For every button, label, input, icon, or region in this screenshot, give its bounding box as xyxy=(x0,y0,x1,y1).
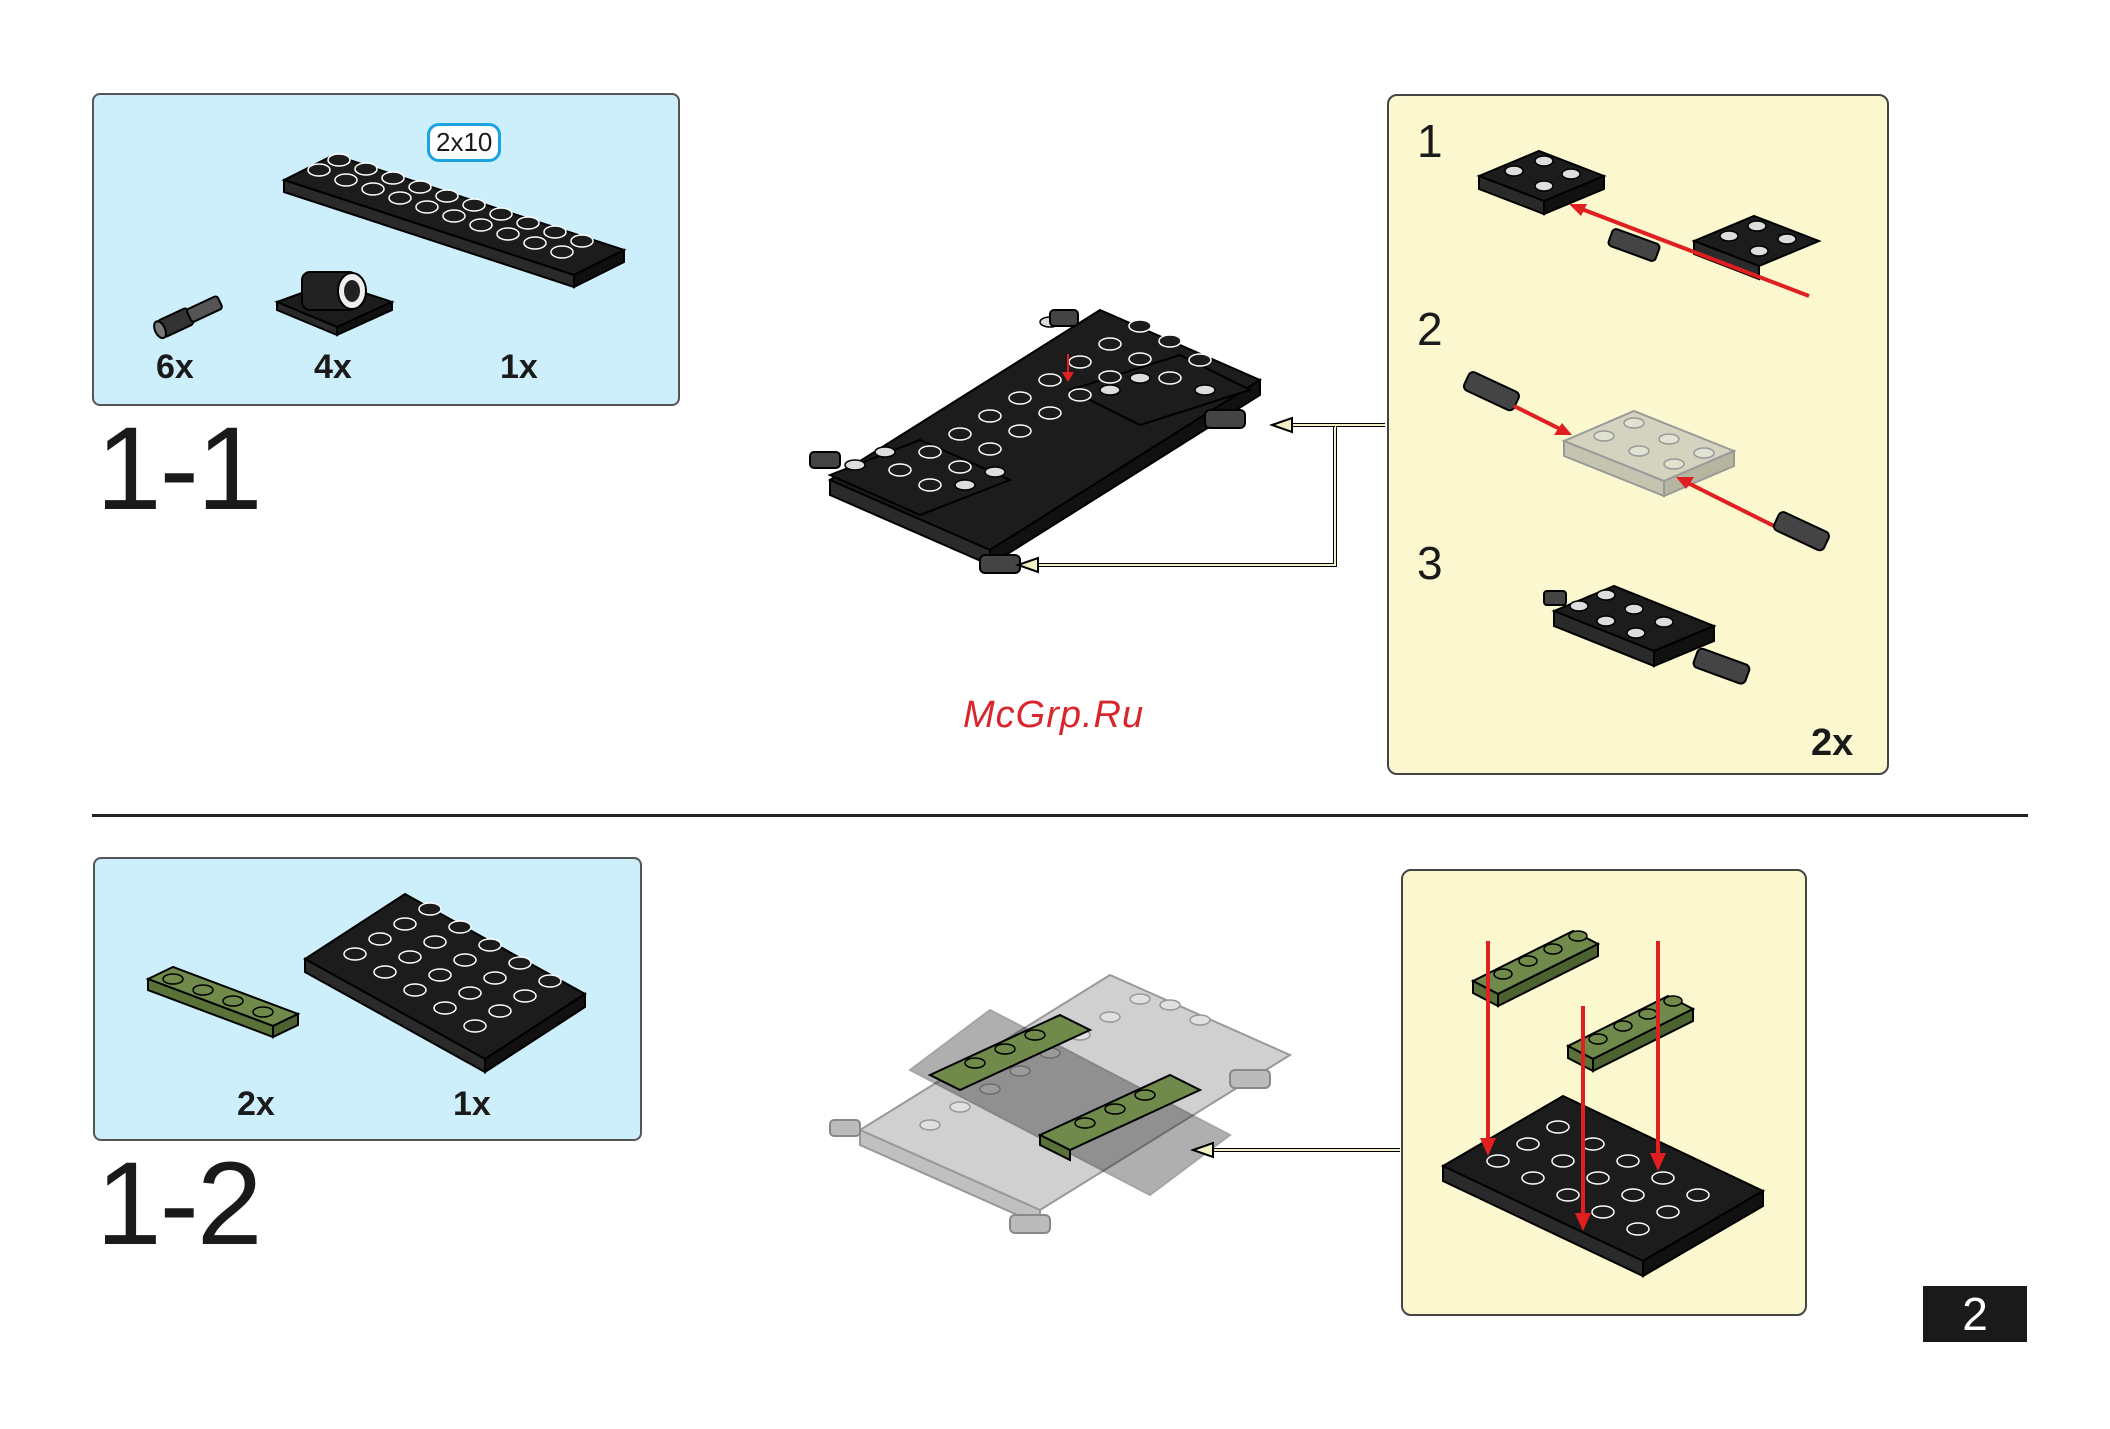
section-divider xyxy=(92,814,2028,817)
sub-step-number-2: 2 xyxy=(1417,302,1443,356)
sub-step-number-3: 3 xyxy=(1417,536,1443,590)
page-number: 2 xyxy=(1923,1286,2027,1342)
step-title-1-1: 1-1 xyxy=(96,410,261,528)
sub-step-2-image xyxy=(1454,361,1874,561)
plate-4x6-part-image xyxy=(295,884,595,1074)
sub-assembly-box-step-1-2 xyxy=(1401,869,1807,1316)
sub-step-number-1: 1 xyxy=(1417,114,1443,168)
parts-box-step-1-1: 2x10 6x 4x 1x xyxy=(92,93,680,406)
pin-quantity: 6x xyxy=(156,348,194,387)
plate-4x6-quantity: 1x xyxy=(453,1085,491,1124)
pin-part-image xyxy=(149,285,239,345)
step-1-2-assembly-image xyxy=(830,945,1310,1245)
green-plate-part-image xyxy=(143,959,303,1049)
watermark-text: McGrp.Ru xyxy=(963,694,1144,737)
plate-2x10-quantity: 1x xyxy=(500,348,538,387)
sub-assembly-multiplier: 2x xyxy=(1811,722,1853,765)
pin-hole-plate-quantity: 4x xyxy=(314,348,352,387)
sub-step-1-image xyxy=(1469,136,1869,316)
parts-box-step-1-2: 2x 1x xyxy=(93,857,642,1141)
step-title-1-2: 1-2 xyxy=(96,1145,261,1263)
sub-assembly-1-2-image xyxy=(1443,906,1773,1286)
sub-step-3-image xyxy=(1544,581,1784,731)
sub-assembly-box-step-1-1: 1 2 3 2x xyxy=(1387,94,1889,775)
part-size-tag: 2x10 xyxy=(427,123,501,162)
step-1-1-callout-arrows xyxy=(1010,405,1390,585)
green-plate-quantity: 2x xyxy=(237,1085,275,1124)
step-1-2-callout-arrow xyxy=(1185,1135,1405,1165)
